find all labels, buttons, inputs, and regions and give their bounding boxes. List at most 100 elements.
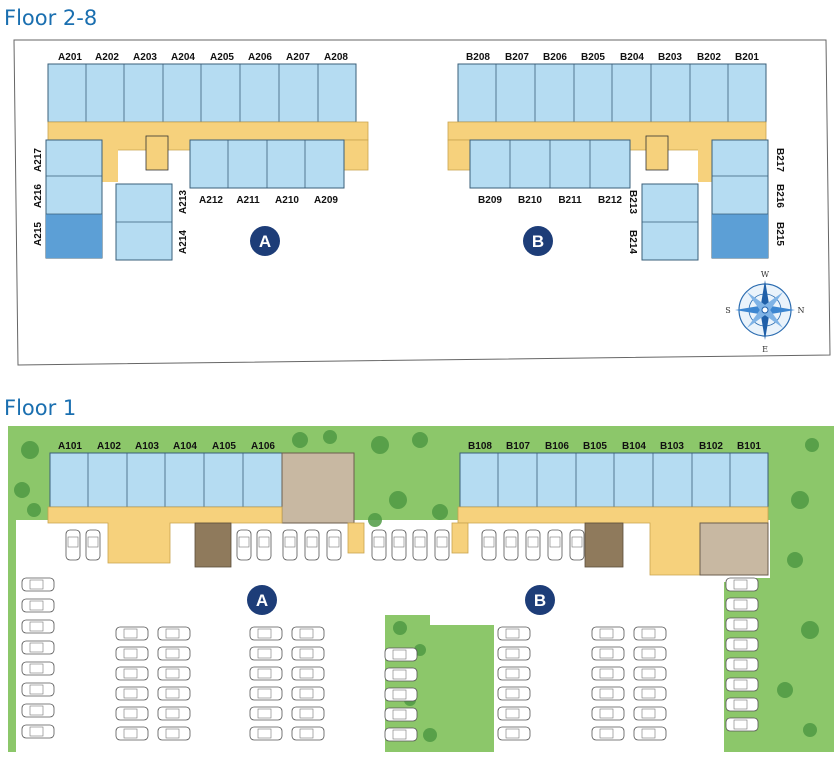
parked-car — [434, 529, 450, 561]
car-windshield — [392, 729, 407, 740]
unit-label: A214 — [178, 230, 189, 254]
unit-label: B207 — [505, 52, 529, 63]
car-windshield — [733, 659, 748, 670]
unit-label: A205 — [210, 52, 234, 63]
a-bottom-row-walls — [227, 140, 306, 188]
car-windshield — [257, 628, 272, 639]
car-windshield — [733, 699, 748, 710]
car-windshield — [299, 688, 314, 699]
unit-label: B102 — [699, 441, 723, 452]
car-windshield — [328, 536, 340, 548]
car-windshield — [733, 679, 748, 690]
car-windshield — [299, 668, 314, 679]
unit-label: A206 — [248, 52, 272, 63]
car-windshield — [165, 628, 180, 639]
car-windshield — [599, 628, 614, 639]
car-windshield — [641, 708, 656, 719]
g-a-units — [49, 452, 283, 508]
unit-label: B211 — [558, 195, 582, 206]
b-elevator — [645, 135, 669, 171]
car-windshield — [29, 705, 44, 716]
car-windshield — [733, 719, 748, 730]
car-windshield — [599, 728, 614, 739]
unit-label: A103 — [135, 441, 159, 452]
unit-label: B204 — [620, 52, 644, 63]
parked-car — [371, 529, 387, 561]
upper-block-a — [45, 63, 369, 261]
car-windshield — [733, 579, 748, 590]
a-top-row-walls — [85, 64, 319, 122]
floor-1-title: Floor 1 — [4, 396, 77, 420]
unit-label: B202 — [697, 52, 721, 63]
unit-label: A102 — [97, 441, 121, 452]
upper-unit-labels: A201 A202 A203 A204 A205 A206 A207 A208 … — [33, 52, 785, 254]
car-windshield — [29, 600, 44, 611]
g-b-stair — [451, 522, 469, 554]
unit-label: B209 — [478, 195, 502, 206]
car-windshield — [505, 688, 520, 699]
b-stair-left — [447, 139, 471, 171]
g-a-unit-walls — [87, 453, 244, 507]
unit-label: B205 — [581, 52, 605, 63]
g-b-lobby — [699, 522, 769, 576]
unit-label: A215 — [33, 222, 44, 246]
unit-label: A201 — [58, 52, 82, 63]
car-windshield — [505, 648, 520, 659]
car-windshield — [549, 536, 561, 548]
unit-label: B210 — [518, 195, 542, 206]
car-windshield — [123, 668, 138, 679]
unit-label: A210 — [275, 195, 299, 206]
unit-label: B103 — [660, 441, 684, 452]
unit-label: A212 — [199, 195, 223, 206]
car-windshield — [67, 536, 79, 548]
unit-label: A104 — [173, 441, 197, 452]
car-windshield — [257, 648, 272, 659]
unit-label: A209 — [314, 195, 338, 206]
unit-label: B105 — [583, 441, 607, 452]
car-windshield — [165, 688, 180, 699]
car-windshield — [29, 579, 44, 590]
parked-car — [569, 529, 585, 561]
a-stair-right — [343, 139, 369, 171]
parked-car — [503, 529, 519, 561]
block-a-badge-letter: A — [259, 232, 271, 251]
car-windshield — [257, 708, 272, 719]
unit-label: B104 — [622, 441, 646, 452]
car-windshield — [392, 649, 407, 660]
upper-block-b — [447, 63, 769, 261]
g-b-service-room — [584, 522, 624, 568]
car-windshield — [257, 728, 272, 739]
car-windshield — [165, 708, 180, 719]
unit-label: A202 — [95, 52, 119, 63]
car-windshield — [733, 639, 748, 650]
car-windshield — [29, 663, 44, 674]
car-windshield — [505, 668, 520, 679]
g-a-service-room — [194, 522, 232, 568]
car-windshield — [733, 619, 748, 630]
car-windshield — [165, 728, 180, 739]
car-windshield — [599, 648, 614, 659]
unit-label: B201 — [735, 52, 759, 63]
car-windshield — [257, 688, 272, 699]
g-a-stair — [347, 522, 365, 554]
car-windshield — [505, 728, 520, 739]
car-windshield — [238, 536, 250, 548]
car-windshield — [599, 708, 614, 719]
car-windshield — [165, 648, 180, 659]
a-unit-a215-shade — [46, 214, 102, 258]
parked-cars — [21, 529, 759, 742]
unit-label: A217 — [33, 148, 44, 172]
parked-car — [525, 529, 541, 561]
ground-block-b-badge — [525, 585, 555, 615]
car-windshield — [505, 536, 517, 548]
unit-label: B217 — [774, 148, 785, 172]
car-windshield — [299, 628, 314, 639]
unit-label: A106 — [251, 441, 275, 452]
car-windshield — [284, 536, 296, 548]
car-windshield — [392, 689, 407, 700]
car-windshield — [641, 688, 656, 699]
car-windshield — [436, 536, 448, 548]
b-unit-b215-shade — [712, 214, 768, 258]
car-windshield — [641, 628, 656, 639]
